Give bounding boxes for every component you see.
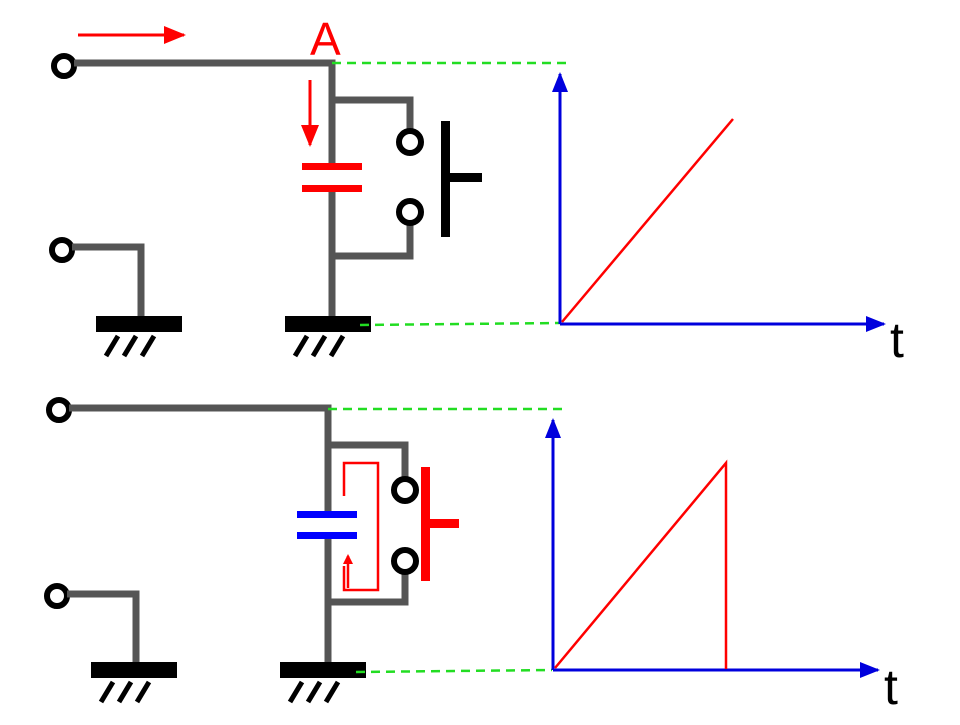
top-node-label: A [310, 13, 341, 65]
top-capacitor [302, 163, 362, 192]
bottom-right-ground-icon [280, 662, 366, 704]
bottom-pushbutton-switch [391, 467, 459, 581]
top-graph: t [332, 61, 904, 368]
top-circuit: A [49, 13, 482, 358]
top-input-terminal [51, 53, 77, 79]
top-graph-t-label: t [890, 312, 904, 368]
bottom-left-ground-icon [91, 662, 177, 704]
top-guide-line-lower [359, 321, 561, 327]
bottom-graph-voltage-curve [554, 459, 728, 669]
top-ground-terminal [49, 237, 75, 263]
bottom-input-terminal [46, 397, 72, 423]
top-left-ground-icon [96, 316, 182, 358]
top-right-ground-icon [285, 316, 371, 358]
bottom-capacitor [297, 511, 357, 539]
bottom-graph-t-label: t [884, 659, 898, 715]
bottom-circuit [44, 397, 459, 704]
bottom-discharge-loop [342, 461, 380, 592]
bottom-guide-line-lower [355, 668, 553, 674]
bottom-graph: t [328, 407, 898, 715]
top-graph-voltage-curve [561, 118, 734, 323]
top-pushbutton-switch [396, 121, 482, 237]
bottom-ground-terminal [44, 583, 70, 609]
